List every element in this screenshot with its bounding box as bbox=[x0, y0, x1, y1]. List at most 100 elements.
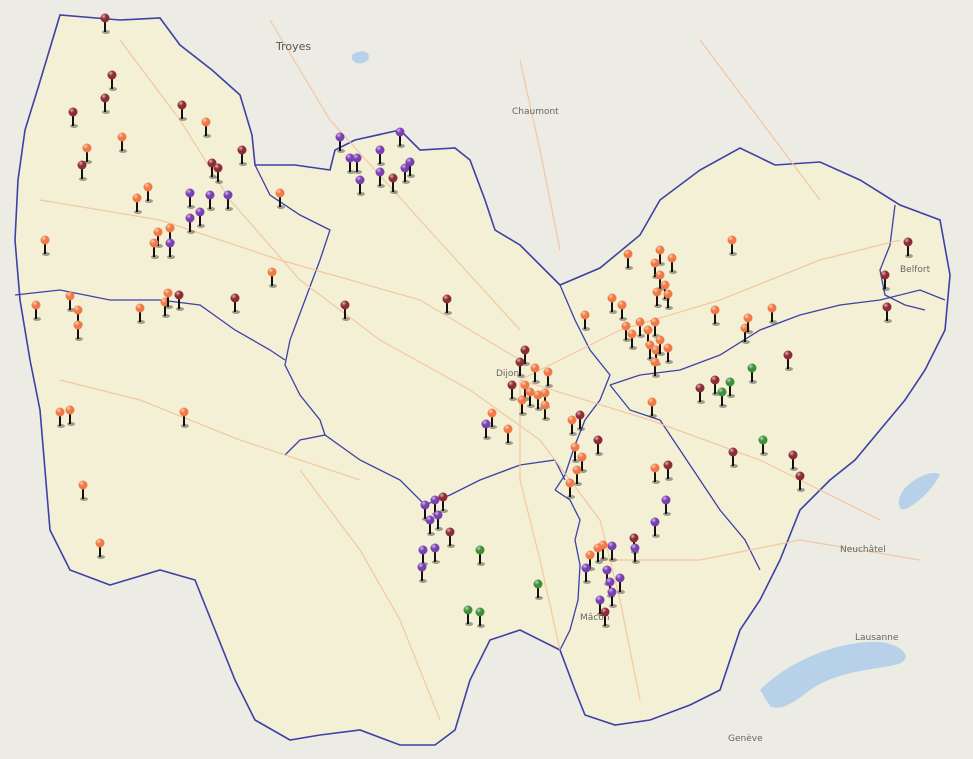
map-pin-icon[interactable] bbox=[607, 541, 618, 563]
map-pin-icon[interactable] bbox=[655, 335, 666, 357]
map-pin-icon[interactable] bbox=[695, 383, 706, 405]
map-pin-icon[interactable] bbox=[650, 357, 661, 379]
map-pin-icon[interactable] bbox=[795, 471, 806, 493]
map-pin-icon[interactable] bbox=[163, 288, 174, 310]
map-pin-icon[interactable] bbox=[143, 182, 154, 204]
map-pin-icon[interactable] bbox=[185, 188, 196, 210]
map-pin-icon[interactable] bbox=[615, 573, 626, 595]
map-pin-icon[interactable] bbox=[515, 357, 526, 379]
map-pin-icon[interactable] bbox=[507, 380, 518, 402]
map-pin-icon[interactable] bbox=[598, 540, 609, 562]
map-pin-icon[interactable] bbox=[165, 238, 176, 260]
map-pin-icon[interactable] bbox=[663, 289, 674, 311]
map-pin-icon[interactable] bbox=[630, 543, 641, 565]
map-pin-icon[interactable] bbox=[475, 607, 486, 629]
map-pin-icon[interactable] bbox=[177, 100, 188, 122]
map-pin-icon[interactable] bbox=[55, 407, 66, 429]
map-pin-icon[interactable] bbox=[543, 367, 554, 389]
map-pin-icon[interactable] bbox=[132, 193, 143, 215]
map-pin-icon[interactable] bbox=[650, 517, 661, 539]
map-pin-icon[interactable] bbox=[355, 175, 366, 197]
map-pin-icon[interactable] bbox=[650, 463, 661, 485]
map-pin-icon[interactable] bbox=[747, 363, 758, 385]
map-pin-icon[interactable] bbox=[663, 343, 674, 365]
map-pin-icon[interactable] bbox=[600, 607, 611, 629]
map-pin-icon[interactable] bbox=[667, 253, 678, 275]
map-pin-icon[interactable] bbox=[533, 579, 544, 601]
map-pin-icon[interactable] bbox=[652, 287, 663, 309]
map-pin-icon[interactable] bbox=[207, 158, 218, 180]
map-pin-icon[interactable] bbox=[388, 173, 399, 195]
map-pin-icon[interactable] bbox=[430, 543, 441, 565]
map-pin-icon[interactable] bbox=[375, 145, 386, 167]
map-pin-icon[interactable] bbox=[425, 515, 436, 537]
map-pin-icon[interactable] bbox=[533, 390, 544, 412]
map-pin-icon[interactable] bbox=[565, 478, 576, 500]
map-pin-icon[interactable] bbox=[433, 510, 444, 532]
map-pin-icon[interactable] bbox=[727, 235, 738, 257]
map-pin-icon[interactable] bbox=[540, 400, 551, 422]
map-pin-icon[interactable] bbox=[635, 317, 646, 339]
map-pin-icon[interactable] bbox=[31, 300, 42, 322]
map-pin-icon[interactable] bbox=[880, 270, 891, 292]
map-pin-icon[interactable] bbox=[593, 543, 604, 565]
map-pin-icon[interactable] bbox=[107, 70, 118, 92]
map-pin-icon[interactable] bbox=[267, 267, 278, 289]
map-pin-icon[interactable] bbox=[149, 238, 160, 260]
map-pin-icon[interactable] bbox=[525, 387, 536, 409]
map-pin-icon[interactable] bbox=[783, 350, 794, 372]
map-pin-icon[interactable] bbox=[567, 415, 578, 437]
map-pin-icon[interactable] bbox=[185, 213, 196, 235]
map-pin-icon[interactable] bbox=[617, 300, 628, 322]
map-pin-icon[interactable] bbox=[395, 127, 406, 149]
map-pin-icon[interactable] bbox=[375, 167, 386, 189]
map-pin-icon[interactable] bbox=[627, 329, 638, 351]
map-pin-icon[interactable] bbox=[230, 293, 241, 315]
map-pin-icon[interactable] bbox=[758, 435, 769, 457]
map-pin-icon[interactable] bbox=[580, 310, 591, 332]
map-pin-icon[interactable] bbox=[78, 480, 89, 502]
map-pin-icon[interactable] bbox=[481, 419, 492, 441]
map-pin-icon[interactable] bbox=[475, 545, 486, 567]
map-pin-icon[interactable] bbox=[73, 305, 84, 327]
map-pin-icon[interactable] bbox=[661, 495, 672, 517]
map-pin-icon[interactable] bbox=[438, 492, 449, 514]
map-pin-icon[interactable] bbox=[65, 291, 76, 313]
map-pin-icon[interactable] bbox=[117, 132, 128, 154]
map-pin-icon[interactable] bbox=[442, 294, 453, 316]
map-pin-icon[interactable] bbox=[100, 93, 111, 115]
map-pin-icon[interactable] bbox=[572, 465, 583, 487]
map-pin-icon[interactable] bbox=[530, 363, 541, 385]
map-pin-icon[interactable] bbox=[345, 153, 356, 175]
map-pin-icon[interactable] bbox=[445, 527, 456, 549]
map-pin-icon[interactable] bbox=[77, 160, 88, 182]
map-pin-icon[interactable] bbox=[903, 237, 914, 259]
map-pin-icon[interactable] bbox=[82, 143, 93, 165]
map-pin-icon[interactable] bbox=[340, 300, 351, 322]
map-pin-icon[interactable] bbox=[650, 317, 661, 339]
map-pin-icon[interactable] bbox=[73, 320, 84, 342]
map-pin-icon[interactable] bbox=[882, 302, 893, 324]
map-pin-icon[interactable] bbox=[517, 395, 528, 417]
map-pin-icon[interactable] bbox=[710, 305, 721, 327]
map-pin-icon[interactable] bbox=[205, 190, 216, 212]
map-pin-icon[interactable] bbox=[195, 207, 206, 229]
map-pin-icon[interactable] bbox=[417, 562, 428, 584]
map-pin-icon[interactable] bbox=[663, 460, 674, 482]
map-pin-icon[interactable] bbox=[95, 538, 106, 560]
map-pin-icon[interactable] bbox=[352, 153, 363, 175]
map-pin-icon[interactable] bbox=[179, 407, 190, 429]
map-pin-icon[interactable] bbox=[607, 587, 618, 609]
map-pin-icon[interactable] bbox=[237, 145, 248, 167]
map-pin-icon[interactable] bbox=[174, 290, 185, 312]
map-pin-icon[interactable] bbox=[728, 447, 739, 469]
map-pin-icon[interactable] bbox=[65, 405, 76, 427]
map-pin-icon[interactable] bbox=[405, 157, 416, 179]
map-pin-icon[interactable] bbox=[463, 605, 474, 627]
map-pin-icon[interactable] bbox=[503, 424, 514, 446]
map-pin-icon[interactable] bbox=[201, 117, 212, 139]
map-pin-icon[interactable] bbox=[223, 190, 234, 212]
map-pin-icon[interactable] bbox=[68, 107, 79, 129]
map-pin-icon[interactable] bbox=[623, 249, 634, 271]
